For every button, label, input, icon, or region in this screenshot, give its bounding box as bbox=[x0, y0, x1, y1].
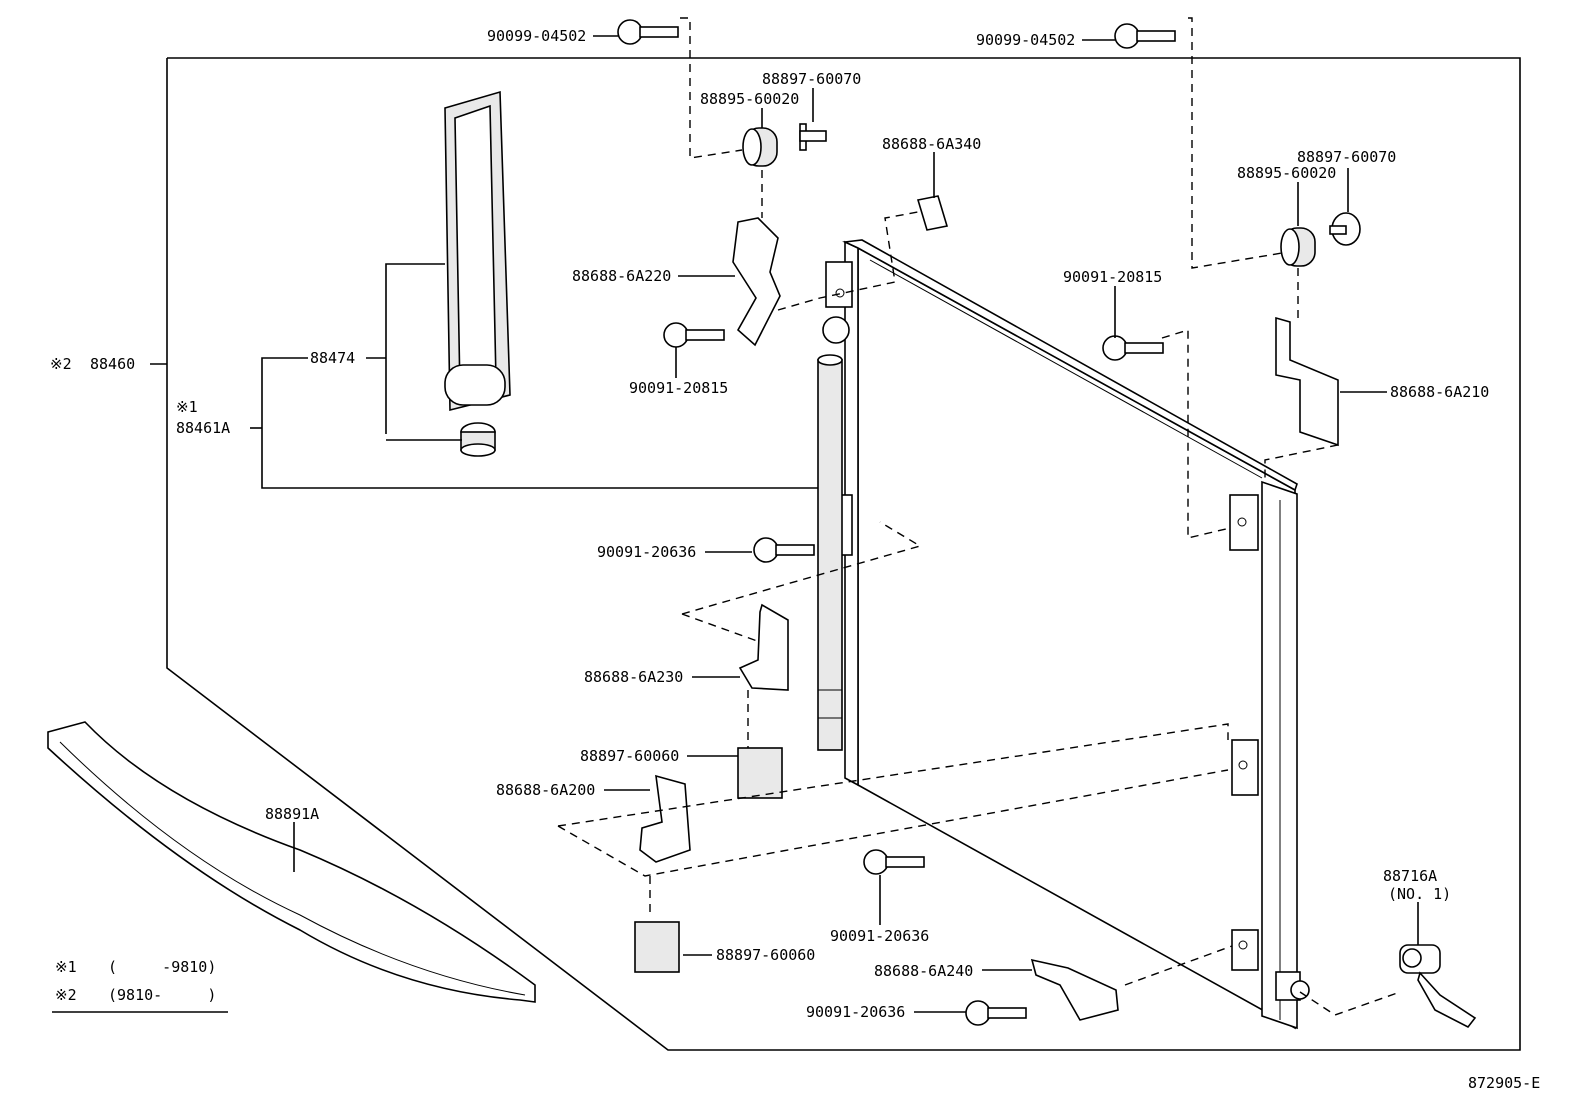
part-labels: 90099-04502 90099-04502 88897-60070 8889… bbox=[50, 27, 1540, 1092]
label-bolt-top-left: 90099-04502 bbox=[487, 27, 586, 45]
condenser-core bbox=[817, 239, 1310, 1030]
legend-row2-text: (9810- ) bbox=[108, 986, 216, 1004]
assembly-boundary bbox=[166, 57, 1521, 1051]
legend: ※1 ( -9810) ※2 (9810- ) bbox=[52, 958, 228, 1013]
bracket-icons bbox=[639, 195, 1339, 1021]
label-seal: 88891A bbox=[265, 805, 319, 823]
label-bolt-mid-left: 90091-20636 bbox=[597, 543, 696, 561]
pressure-switch-icon bbox=[1399, 944, 1477, 1029]
seal-strip bbox=[47, 721, 536, 1003]
desiccant-bag bbox=[444, 90, 511, 457]
label-bracket-upper-right: 88688-6A210 bbox=[1390, 383, 1489, 401]
label-cushion-mid: 88897-60060 bbox=[580, 747, 679, 765]
label-bolt-upper-right: 90091-20815 bbox=[1063, 268, 1162, 286]
label-bolt-top-right: 90099-04502 bbox=[976, 31, 1075, 49]
label-pressure-switch-sub: (NO. 1) bbox=[1388, 885, 1451, 903]
label-washer-top-right: 88897-60070 bbox=[1297, 148, 1396, 166]
label-cushion-top-right: 88895-60020 bbox=[1237, 164, 1336, 182]
label-receiver-assy: 88461A bbox=[176, 419, 230, 437]
label-bracket-upper-left: 88688-6A220 bbox=[572, 267, 671, 285]
label-clip-top: 88688-6A340 bbox=[882, 135, 981, 153]
label-bracket-bottom: 88688-6A240 bbox=[874, 962, 973, 980]
label-condenser-assy: 88460 bbox=[90, 355, 135, 373]
label-bracket-lower-left: 88688-6A200 bbox=[496, 781, 595, 799]
bolt-icons bbox=[617, 19, 1176, 1026]
label-cushion-bottom: 88897-60060 bbox=[716, 946, 815, 964]
diagram-code: 872905-E bbox=[1468, 1074, 1540, 1092]
label-bracket-mid-left: 88688-6A230 bbox=[584, 668, 683, 686]
label-receiver-mark: ※1 bbox=[176, 398, 198, 416]
label-bolt-bottom: 90091-20636 bbox=[806, 1003, 905, 1021]
label-bolt-lower-mid: 90091-20636 bbox=[830, 927, 929, 945]
cushion-icons bbox=[634, 123, 1361, 973]
label-bolt-upper-left: 90091-20815 bbox=[629, 379, 728, 397]
label-condenser-mark: ※2 bbox=[50, 355, 72, 373]
label-washer-top-left: 88897-60070 bbox=[762, 70, 861, 88]
legend-row1-text: ( -9810) bbox=[108, 958, 216, 976]
label-pressure-switch: 88716A bbox=[1383, 867, 1437, 885]
label-receiver-tank: 88474 bbox=[310, 349, 355, 367]
label-cushion-top-left: 88895-60020 bbox=[700, 90, 799, 108]
assembly-guides bbox=[557, 17, 1401, 1016]
leader-lines bbox=[150, 35, 1419, 1013]
legend-row2-mark: ※2 bbox=[55, 986, 77, 1004]
legend-row1-mark: ※1 bbox=[55, 958, 77, 976]
